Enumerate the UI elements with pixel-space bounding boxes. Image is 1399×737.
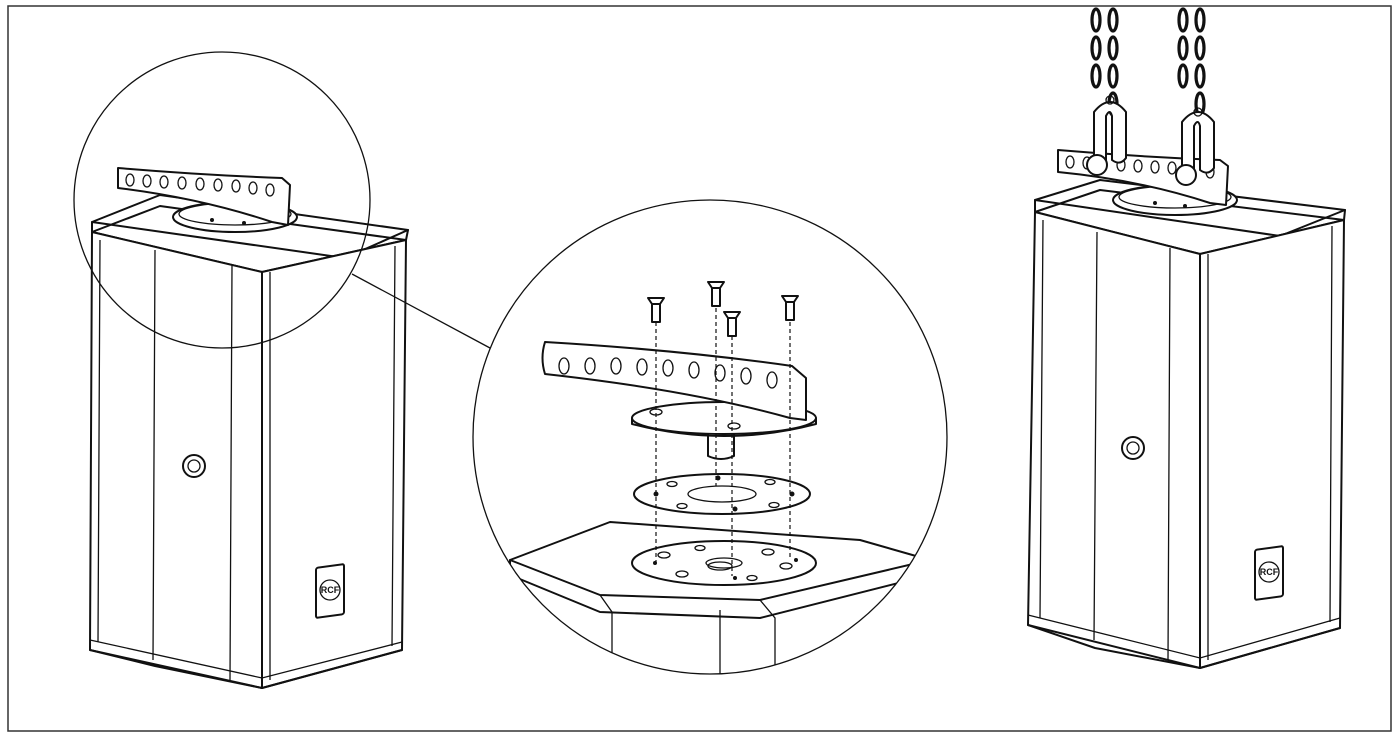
- figure-frame: [7, 5, 1392, 732]
- callout-circle-small: [73, 51, 371, 349]
- shackle-icon: [1175, 107, 1215, 186]
- bracket-assembly-detail: [509, 281, 931, 674]
- detail-bracket-arm: [541, 341, 807, 421]
- speaker-right: RCF: [1027, 179, 1346, 669]
- callout-leader-line: [351, 273, 491, 349]
- detail-washer-plate: [633, 473, 811, 515]
- speaker-right-front: [1027, 211, 1201, 669]
- speaker-right-logo-text: RCF: [1260, 567, 1279, 577]
- callout-circle-large: [472, 199, 948, 675]
- screw-icon: [647, 297, 665, 323]
- speaker-right-knob: [1121, 436, 1145, 460]
- speaker-left: RCF: [89, 194, 409, 689]
- screw-icon: [707, 281, 725, 307]
- chain-icon: [1177, 7, 1206, 117]
- bracket-left-holes: [125, 173, 275, 197]
- detail-speaker-mount-ring: [631, 540, 817, 586]
- detail-bracket-holes: [558, 357, 778, 389]
- speaker-left-logo-badge: [315, 563, 345, 619]
- shackle-icon: [1086, 95, 1127, 176]
- screw-icon: [781, 295, 799, 321]
- speaker-left-logo-text: RCF: [321, 585, 340, 595]
- bracket-left: [117, 167, 298, 233]
- speaker-right-logo-badge: [1254, 545, 1284, 601]
- speaker-left-side: [261, 239, 407, 689]
- speaker-left-knob: [182, 454, 206, 478]
- speaker-left-front: [89, 231, 263, 689]
- speaker-right-side: [1199, 219, 1345, 669]
- screw-icon: [723, 311, 741, 337]
